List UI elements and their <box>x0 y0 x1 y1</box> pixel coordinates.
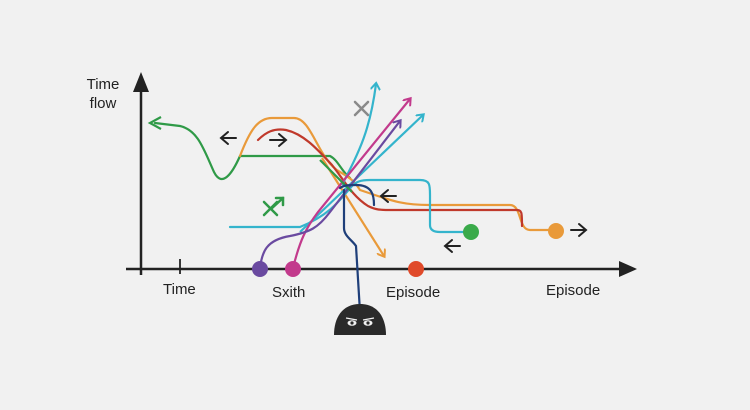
green-end-dot <box>463 224 479 240</box>
arrow-icon <box>269 133 288 147</box>
x-mark-icon <box>262 196 285 217</box>
arrow-icon <box>379 189 397 203</box>
x-mark-icon <box>353 100 370 117</box>
green-timeline <box>153 121 352 180</box>
arrow-icon <box>443 239 461 253</box>
teal-diagonal-arrow <box>299 115 423 233</box>
x-label-episode-mid: Episode <box>386 284 441 301</box>
green-arrowhead <box>147 116 162 130</box>
y-axis-label: Time flow <box>80 75 126 113</box>
arrow-icon <box>219 131 237 145</box>
red-dot <box>408 261 424 277</box>
orange-timeline <box>238 116 552 232</box>
y-axis-label-line2: flow <box>89 95 117 112</box>
hooded-figure-icon <box>334 304 386 335</box>
arrow-icon <box>570 223 588 237</box>
teal-rising-arrow <box>341 84 376 186</box>
orange-end-dot <box>548 223 564 239</box>
orange-diagonal <box>321 157 384 256</box>
x-label-time: Time <box>163 281 196 298</box>
y-axis-label-line1: Time <box>86 76 120 93</box>
x-axis-arrowhead <box>619 261 637 277</box>
magenta-dot <box>285 261 301 277</box>
purple-timeline <box>258 121 400 269</box>
navy-thread <box>338 183 376 314</box>
x-label-episode-right: Episode <box>546 282 601 299</box>
x-label-sixth: Sxith <box>272 284 306 301</box>
y-axis-arrowhead <box>133 72 149 92</box>
purple-dot <box>252 261 268 277</box>
red-timeline <box>256 128 524 228</box>
